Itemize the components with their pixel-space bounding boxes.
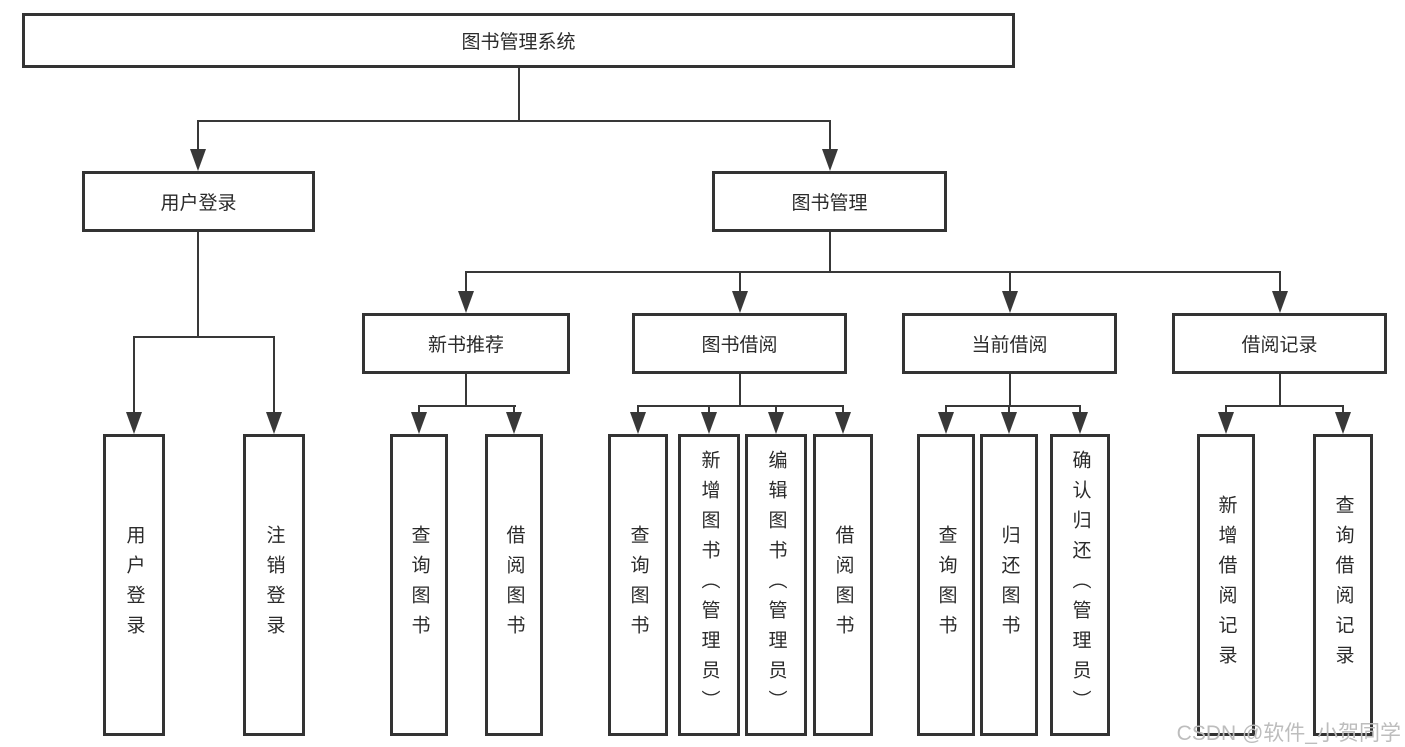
node-new-book-recommend: 新书推荐 <box>362 313 570 374</box>
node-borrow-books-borrowing: 借阅图书 <box>813 434 873 736</box>
node-label: 当前借阅 <box>971 335 1048 356</box>
arrow-down-icon <box>1272 291 1288 313</box>
connector-line <box>1079 405 1081 414</box>
node-query-books-borrowing: 查询图书 <box>608 434 668 736</box>
connector-line <box>465 271 467 294</box>
arrow-down-icon <box>458 291 474 313</box>
arrow-down-icon <box>701 412 717 434</box>
node-label: 查询借阅记录 <box>1332 495 1354 675</box>
node-current-borrowing: 当前借阅 <box>902 313 1117 374</box>
node-label: 新增借阅记录 <box>1215 495 1237 675</box>
connector-line <box>1009 374 1011 405</box>
arrow-down-icon <box>938 412 954 434</box>
connector-line <box>775 405 777 414</box>
node-query-borrow-record: 查询借阅记录 <box>1313 434 1373 736</box>
node-label: 用户登录 <box>123 525 145 645</box>
node-label: 图书借阅 <box>701 335 778 356</box>
node-label: 编辑图书（管理员） <box>765 450 787 720</box>
node-add-book-admin: 新增图书（管理员） <box>678 434 740 736</box>
node-library-system: 图书管理系统 <box>22 13 1015 68</box>
node-logout: 注销登录 <box>243 434 305 736</box>
csdn-watermark: CSDN @软件_小贺同学 <box>1176 722 1401 745</box>
arrow-down-icon <box>630 412 646 434</box>
connector-line <box>1279 271 1281 294</box>
node-query-books-recommend: 查询图书 <box>390 434 448 736</box>
arrow-down-icon <box>1335 412 1351 434</box>
node-confirm-return-admin: 确认归还（管理员） <box>1050 434 1110 736</box>
connector-line <box>842 405 844 414</box>
connector-line <box>513 405 515 414</box>
connector-line <box>273 336 275 414</box>
node-label: 查询图书 <box>408 525 430 645</box>
node-label: 图书管理系统 <box>461 32 576 53</box>
connector-line <box>945 405 947 414</box>
connector-line <box>465 271 1281 273</box>
node-label: 查询图书 <box>935 525 957 645</box>
connector-line <box>197 120 199 152</box>
connector-line <box>1008 405 1010 414</box>
arrow-down-icon <box>126 412 142 434</box>
node-label: 注销登录 <box>263 525 285 645</box>
connector-line <box>133 336 275 338</box>
connector-line <box>945 405 1081 407</box>
node-label: 查询图书 <box>627 525 649 645</box>
node-label: 确认归还（管理员） <box>1069 450 1091 720</box>
connector-line <box>418 405 420 414</box>
arrow-down-icon <box>1002 291 1018 313</box>
node-label: 借阅图书 <box>832 525 854 645</box>
arrow-down-icon <box>732 291 748 313</box>
node-borrow-books-recommend: 借阅图书 <box>485 434 543 736</box>
arrow-down-icon <box>190 149 206 171</box>
arrow-down-icon <box>506 412 522 434</box>
node-label: 借阅图书 <box>503 525 525 645</box>
connector-line <box>518 68 520 120</box>
node-label: 借阅记录 <box>1241 335 1318 356</box>
node-label: 新书推荐 <box>427 335 504 356</box>
connector-line <box>418 405 516 407</box>
arrow-down-icon <box>1072 412 1088 434</box>
node-return-books: 归还图书 <box>980 434 1038 736</box>
connector-line <box>1279 374 1281 405</box>
node-book-management: 图书管理 <box>712 171 947 232</box>
node-label: 图书管理 <box>791 193 868 214</box>
node-add-borrow-record: 新增借阅记录 <box>1197 434 1255 736</box>
connector-line <box>1342 405 1344 414</box>
connector-line <box>708 405 710 414</box>
arrow-down-icon <box>1001 412 1017 434</box>
connector-line <box>829 232 831 271</box>
arrow-down-icon <box>266 412 282 434</box>
arrow-down-icon <box>768 412 784 434</box>
arrow-down-icon <box>835 412 851 434</box>
connector-line <box>637 405 639 414</box>
connector-line <box>1225 405 1227 414</box>
node-query-books-current: 查询图书 <box>917 434 975 736</box>
connector-line <box>197 120 831 122</box>
connector-line <box>739 374 741 405</box>
connector-line <box>133 336 135 414</box>
arrow-down-icon <box>411 412 427 434</box>
node-edit-book-admin: 编辑图书（管理员） <box>745 434 807 736</box>
arrow-down-icon <box>1218 412 1234 434</box>
connector-line <box>465 374 467 405</box>
node-label: 归还图书 <box>998 525 1020 645</box>
node-borrow-records: 借阅记录 <box>1172 313 1387 374</box>
connector-line <box>829 120 831 152</box>
connector-line <box>1009 271 1011 294</box>
connector-line <box>637 405 844 407</box>
node-user-login-leaf: 用户登录 <box>103 434 165 736</box>
arrow-down-icon <box>822 149 838 171</box>
node-book-borrowing: 图书借阅 <box>632 313 847 374</box>
connector-line <box>1225 405 1344 407</box>
node-label: 新增图书（管理员） <box>698 450 720 720</box>
connector-line <box>739 271 741 294</box>
node-user-login: 用户登录 <box>82 171 315 232</box>
node-label: 用户登录 <box>160 193 237 214</box>
connector-line <box>197 232 199 336</box>
